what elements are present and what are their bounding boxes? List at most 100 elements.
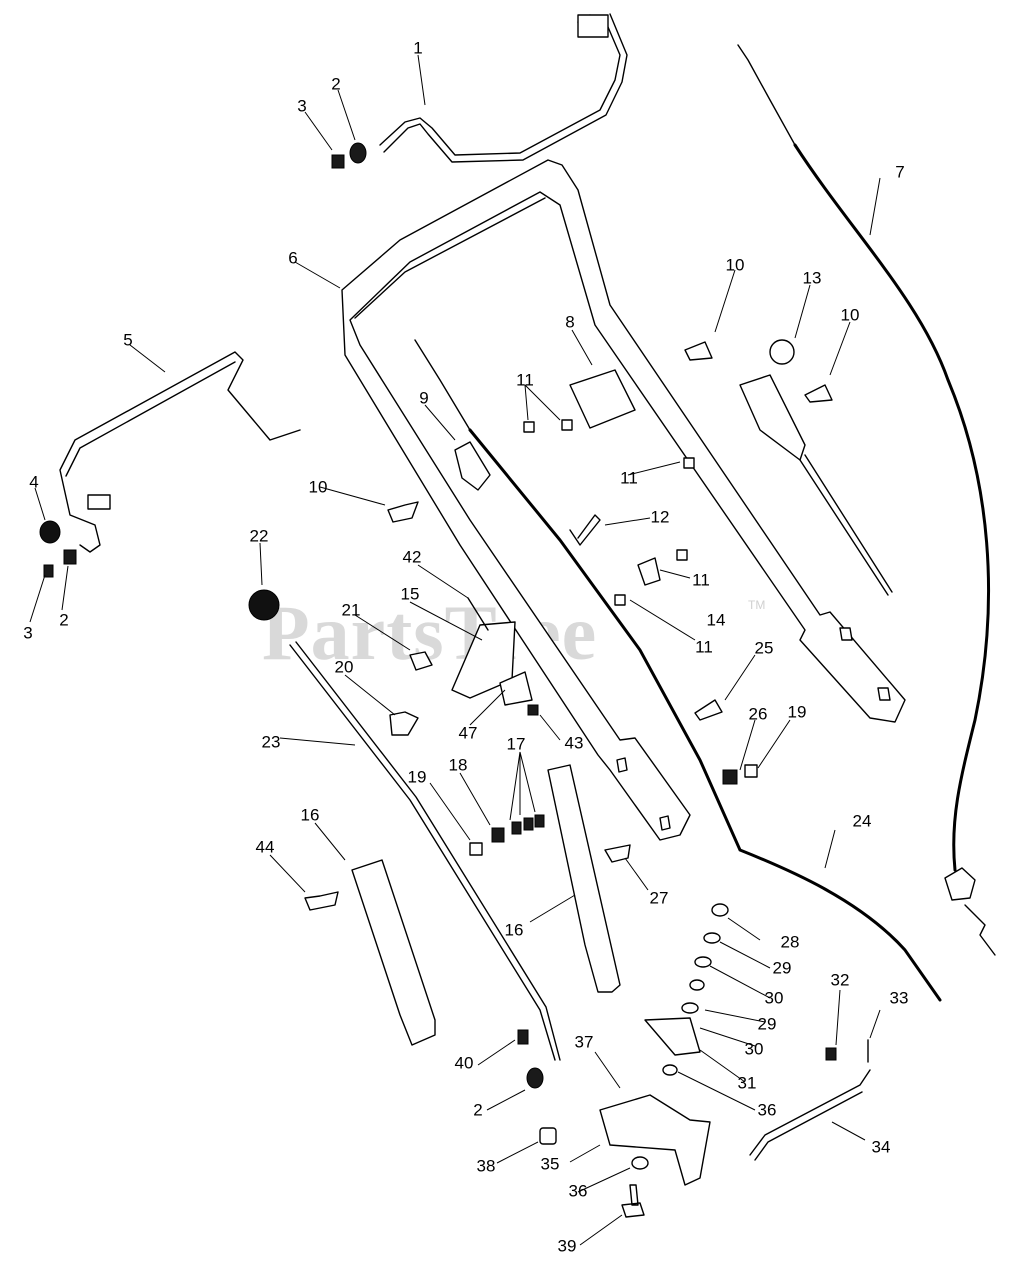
callout-part-27: 27	[649, 888, 669, 908]
part-34-rod	[749, 1069, 871, 1161]
part-44-bolt	[304, 891, 339, 911]
callout-part-7: 7	[895, 162, 905, 182]
part-6-slot-d	[659, 815, 671, 831]
callout-part-20: 20	[334, 657, 354, 677]
part-29-washer-b	[681, 1002, 699, 1014]
part-11-nut-c	[683, 457, 695, 469]
callout-part-16: 16	[300, 805, 320, 825]
callout-part-24: 24	[852, 811, 872, 831]
callout-part-29: 29	[757, 1014, 777, 1034]
callout-part-14: 14	[706, 610, 726, 630]
callout-part-13: 13	[802, 268, 822, 288]
callout-part-47: 47	[458, 723, 478, 743]
callout-part-11: 11	[692, 570, 710, 590]
part-13-control-housing	[739, 374, 806, 461]
part-16-right-bracket	[547, 764, 621, 993]
part-24-cable-end-top	[414, 339, 471, 431]
part-15-bracket	[451, 621, 516, 699]
part-17-spacer-c	[534, 814, 545, 828]
callout-part-39: 39	[557, 1236, 577, 1256]
part-29-washer-a	[703, 932, 721, 944]
callout-part-2: 2	[331, 74, 341, 94]
part-28-washer	[711, 903, 729, 917]
callout-part-43: 43	[564, 733, 584, 753]
part-24-brake-cable	[468, 428, 942, 1002]
callout-part-1: 1	[413, 38, 423, 58]
part-26-nut	[722, 769, 738, 785]
part-31-plate	[644, 1017, 701, 1056]
part-39-bolt	[621, 1184, 645, 1218]
callout-part-12: 12	[650, 507, 670, 527]
callout-part-23: 23	[261, 732, 281, 752]
callout-part-36: 36	[757, 1100, 777, 1120]
part-11-nut-e	[614, 594, 626, 606]
part-16-left-bracket	[351, 859, 436, 1046]
part-6-inner-edge	[354, 197, 546, 319]
part-21-bolt	[409, 651, 433, 671]
callout-part-21: 21	[341, 600, 361, 620]
callout-part-10: 10	[840, 305, 860, 325]
part-35-bracket	[599, 1094, 711, 1186]
callout-part-31: 31	[737, 1073, 757, 1093]
callout-part-4: 4	[29, 472, 39, 492]
part-23-rod	[289, 641, 561, 1061]
part-19-nut-left	[469, 842, 483, 856]
callout-part-10: 10	[725, 255, 745, 275]
callout-part-2: 2	[59, 610, 69, 630]
part-25-bolt	[694, 699, 723, 721]
part-36-washer-a	[662, 1064, 678, 1076]
callout-part-32: 32	[830, 970, 850, 990]
part-8-cover	[569, 369, 636, 429]
part-3-nut-top	[331, 154, 345, 169]
callout-part-29: 29	[772, 958, 792, 978]
callout-part-37: 37	[574, 1032, 594, 1052]
callout-part-22: 22	[249, 526, 269, 546]
part-10-bolt-a	[684, 341, 713, 361]
watermark-trademark: TM	[748, 598, 766, 612]
part-13-lever-rod	[799, 454, 893, 596]
callout-part-17: 17	[506, 734, 526, 754]
part-43-nut	[527, 704, 539, 716]
part-13-lever-knob	[769, 339, 795, 365]
callout-part-9: 9	[419, 388, 429, 408]
part-38-bushing	[539, 1127, 557, 1145]
callout-part-30: 30	[764, 988, 784, 1008]
callout-part-34: 34	[871, 1137, 891, 1157]
part-2-knob-bottom	[526, 1067, 544, 1089]
callout-part-33: 33	[889, 988, 909, 1008]
part-7-cable-tip	[964, 904, 996, 956]
callout-part-6: 6	[288, 248, 298, 268]
callout-part-18: 18	[448, 755, 468, 775]
callout-part-28: 28	[780, 932, 800, 952]
part-6-slot-b	[877, 687, 891, 701]
part-30-washer-a	[694, 956, 712, 968]
part-10-bolt-b	[804, 384, 833, 403]
callout-part-16: 16	[504, 920, 524, 940]
part-9-clamp	[454, 441, 491, 491]
part-27-bolt	[604, 844, 631, 863]
part-14-plate	[637, 557, 661, 586]
part-30-washer-b	[689, 979, 705, 991]
part-11-nut-d	[676, 549, 688, 561]
part-7-cable-end-top	[737, 44, 796, 146]
part-22-knob	[248, 589, 280, 621]
part-47-block	[499, 671, 533, 706]
callout-part-15: 15	[400, 584, 420, 604]
part-2-knob-top	[349, 142, 367, 164]
part-11-nut-b	[561, 419, 573, 431]
part-36-washer-b	[631, 1156, 649, 1170]
part-11-nut-a	[523, 421, 535, 433]
part-1-end-clip	[577, 14, 609, 38]
part-6-upper-handle	[341, 159, 906, 841]
callout-part-3: 3	[297, 96, 307, 116]
callout-part-40: 40	[454, 1053, 474, 1073]
callout-part-30: 30	[744, 1039, 764, 1059]
callout-part-19: 19	[407, 767, 427, 787]
part-2-knob-left	[63, 549, 77, 565]
callout-part-26: 26	[748, 704, 768, 724]
callout-part-8: 8	[565, 312, 575, 332]
callout-part-5: 5	[123, 330, 133, 350]
callout-part-10: 10	[308, 477, 328, 497]
part-6-slot-c	[616, 757, 628, 773]
